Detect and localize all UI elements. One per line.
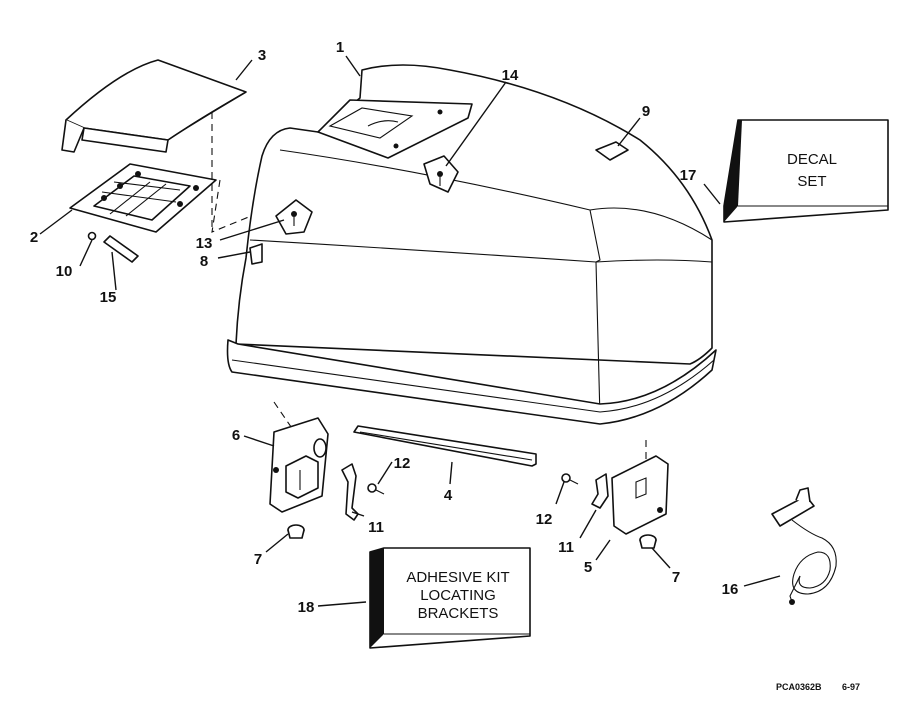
leader-lines	[39, 55, 781, 607]
callout-1: 1	[336, 39, 344, 56]
callout-2: 2	[30, 229, 38, 246]
drawing-date: 6-97	[842, 682, 860, 692]
callout-8: 8	[200, 253, 208, 270]
gasket-part	[69, 163, 217, 233]
screw-12-right-part	[561, 473, 579, 485]
adhesive-kit-box: ADHESIVE KIT LOCATING BRACKETS	[369, 547, 531, 649]
callout-3: 3	[258, 47, 266, 64]
callout-9: 9	[642, 103, 650, 120]
callout-4: 4	[444, 487, 453, 504]
handle-cable-part	[771, 487, 837, 605]
adhesive-box-line3: BRACKETS	[418, 605, 499, 622]
adhesive-box-line2: LOCATING	[420, 587, 496, 604]
callout-10: 10	[56, 263, 73, 280]
grommet-7-right-part	[639, 534, 657, 549]
callout-12-left: 12	[394, 455, 411, 472]
callout-16: 16	[722, 581, 739, 598]
decal-box-line2: SET	[797, 173, 826, 190]
callout-numbers: 1 2 3 4 5 6 7 7 8 9 10 11 11 12 12 13 14…	[30, 39, 739, 616]
seal-strip-part	[353, 425, 537, 467]
callout-6: 6	[232, 427, 240, 444]
callout-11-left: 11	[368, 519, 384, 536]
drawing-code: PCA0362B	[776, 682, 822, 692]
right-bracket-part	[611, 455, 669, 535]
plug-15-part	[103, 235, 139, 263]
callout-17: 17	[680, 167, 697, 184]
decal-set-box: DECAL SET	[723, 119, 889, 223]
callout-11-right: 11	[558, 539, 574, 556]
callout-18: 18	[298, 599, 315, 616]
callout-7-left: 7	[254, 551, 262, 568]
callout-14: 14	[502, 67, 519, 84]
small-bracket-11-right-part	[591, 473, 609, 509]
callout-5: 5	[584, 559, 592, 576]
clip-13-part	[275, 199, 313, 235]
callout-15: 15	[100, 289, 117, 306]
decal-box-line1: DECAL	[787, 151, 837, 168]
top-cover-part	[61, 59, 247, 153]
callout-13: 13	[196, 235, 213, 252]
adhesive-box-line1: ADHESIVE KIT	[406, 569, 509, 586]
small-bracket-11-left-part	[341, 463, 359, 521]
screw-10-part	[87, 231, 97, 241]
grommet-7-left-part	[287, 524, 305, 539]
left-bracket-part	[269, 417, 329, 513]
screw-12-left-part	[367, 483, 385, 495]
callout-7-right: 7	[672, 569, 680, 586]
clip-14-part	[423, 155, 459, 193]
callout-12-right: 12	[536, 511, 553, 528]
